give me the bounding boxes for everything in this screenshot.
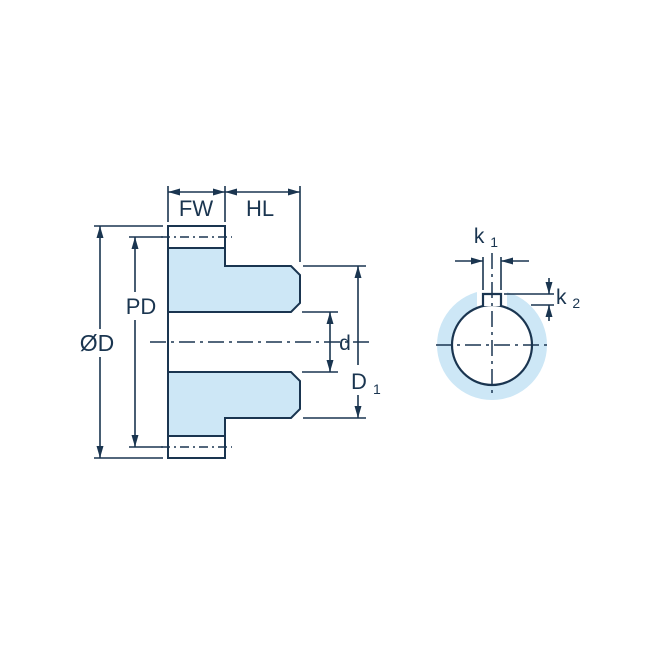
label-fw: FW	[179, 196, 213, 221]
label-d: d	[339, 332, 351, 355]
gear-teeth-bottom	[167, 435, 226, 459]
gear-end-view: k 1 k 2	[436, 225, 580, 400]
label-k2: k 2	[556, 286, 580, 311]
label-k2-sub: 2	[572, 295, 580, 311]
label-k2-main: k	[556, 286, 567, 309]
label-k1-sub: 1	[490, 234, 498, 250]
gear-side-view: FW HL ØD PD d D 1	[75, 186, 381, 459]
label-bg-od	[75, 329, 120, 357]
label-od: ØD	[80, 330, 115, 356]
gear-teeth-top	[167, 225, 226, 249]
gear-hub-section-upper	[167, 247, 301, 313]
label-bg-pd	[119, 292, 163, 320]
label-d1: D 1	[351, 369, 381, 397]
label-d1-sub: 1	[373, 381, 381, 397]
keyway-mask	[484, 292, 500, 306]
label-bg-d1	[339, 365, 379, 395]
gear-hub-section-lower	[167, 371, 301, 437]
label-k1-main: k	[474, 225, 485, 248]
label-d1-main: D	[351, 369, 367, 394]
label-hl: HL	[246, 196, 274, 221]
label-k1: k 1	[474, 225, 498, 250]
label-pd: PD	[126, 294, 157, 319]
